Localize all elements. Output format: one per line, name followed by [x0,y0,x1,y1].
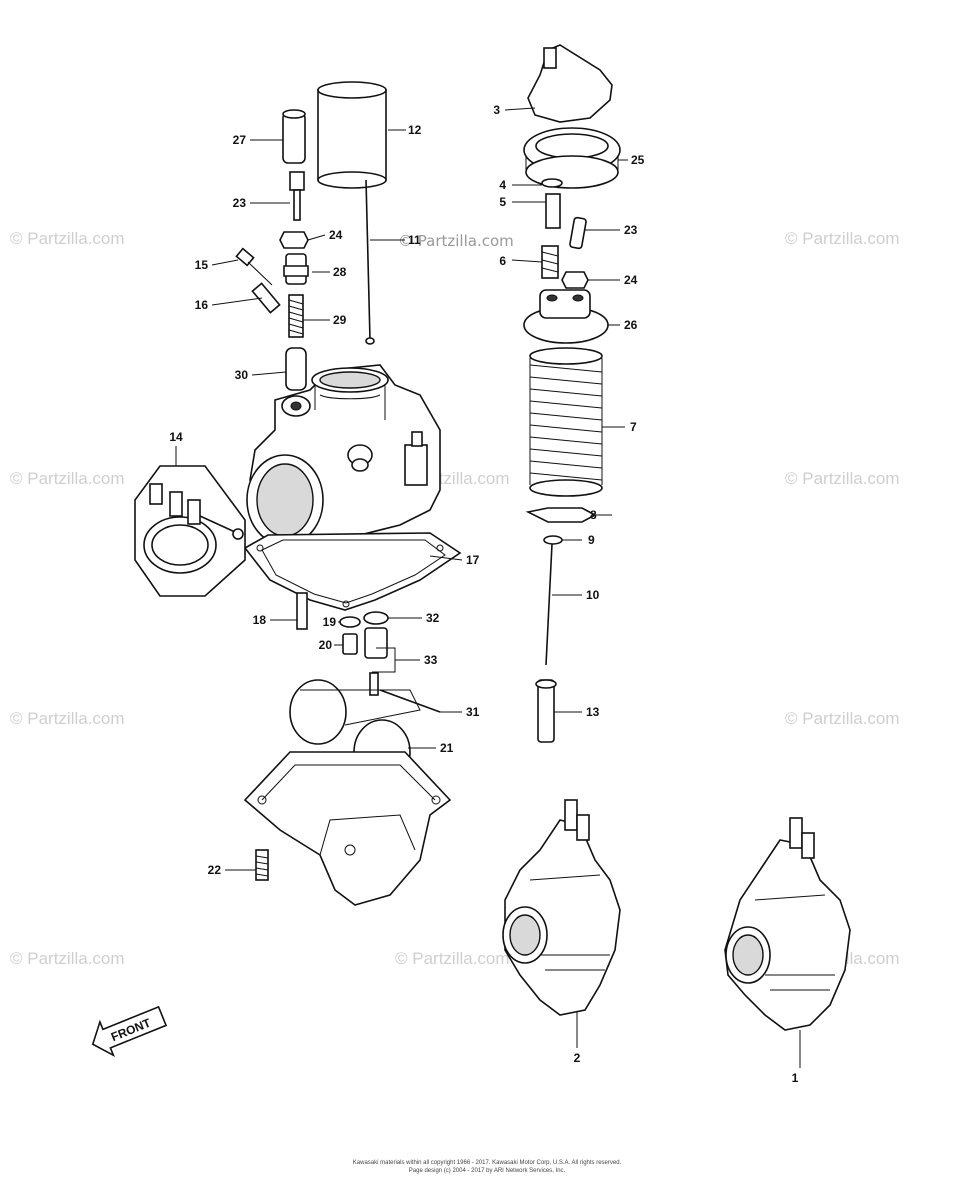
callout-13: 13 [586,705,600,719]
callout-5: 5 [499,195,506,209]
footer: Kawasaki materials within all copyright … [353,1160,622,1174]
callout-19: 19 [323,615,337,629]
watermark: © Partzilla.com [10,469,125,488]
callout-25: 25 [631,153,645,167]
watermark: © Partzilla.com [10,229,125,248]
callout-23-right: 23 [624,223,638,237]
watermark: © Partzilla.com [785,229,900,248]
callout-12: 12 [408,123,422,137]
callout-27: 27 [233,133,247,147]
footer-copyright-line-1: Kawasaki materials within all copyright … [353,1160,622,1166]
right-parts [502,44,851,1031]
callout-28: 28 [333,265,347,279]
callout-26: 26 [624,318,638,332]
callout-17: 17 [466,553,480,567]
callout-18: 18 [253,613,267,627]
callout-16: 16 [195,298,209,312]
callout-4: 4 [499,178,506,192]
callout-21: 21 [440,741,454,755]
callout-labels: 1 2 3 4 5 6 7 8 9 10 11 12 13 14 15 16 1… [169,103,798,1085]
callout-6: 6 [499,254,506,268]
callout-14: 14 [169,430,183,444]
callout-3: 3 [493,103,500,117]
watermark: © Partzilla.com [785,709,900,728]
callout-15: 15 [195,258,209,272]
callout-9: 9 [588,533,595,547]
watermark: © Partzilla.com [785,469,900,488]
callout-24-right: 24 [624,273,638,287]
callout-30: 30 [235,368,249,382]
callout-24: 24 [329,228,343,242]
callout-32: 32 [426,611,440,625]
callout-23: 23 [233,196,247,210]
callout-11: 11 [408,233,421,247]
watermark: © Partzilla.com [395,949,510,968]
callout-8: 8 [590,508,597,522]
callout-29: 29 [333,313,347,327]
callout-10: 10 [586,588,600,602]
callout-2: 2 [574,1051,581,1065]
callout-7: 7 [630,420,637,434]
callout-33: 33 [424,653,438,667]
watermark: © Partzilla.com [398,232,514,250]
callout-22: 22 [208,863,222,877]
callout-20: 20 [319,638,333,652]
spring-7 [529,347,603,497]
assembled-carburetor-2 [502,799,621,1016]
leader-lines [175,107,801,1068]
watermark: © Partzilla.com [10,949,125,968]
watermarks: © Partzilla.com © Partzilla.com © Partzi… [10,229,900,968]
footer-copyright-line-2: Page design (c) 2004 - 2017 by ARI Netwo… [409,1168,566,1174]
watermark: © Partzilla.com [10,709,125,728]
front-arrow: FRONT [91,1005,168,1058]
assembled-carburetor-1 [724,817,851,1031]
callout-1: 1 [792,1071,799,1085]
callout-31: 31 [466,705,480,719]
left-parts [134,81,462,906]
